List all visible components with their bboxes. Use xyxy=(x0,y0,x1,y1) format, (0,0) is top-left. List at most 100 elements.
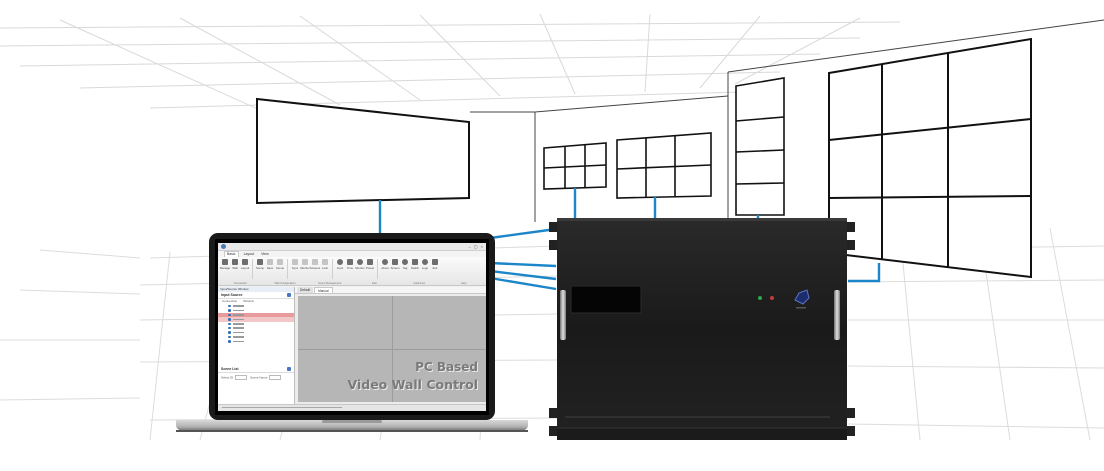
ribbon-button-icon xyxy=(357,259,363,265)
ribbon-button[interactable]: Screen xyxy=(391,259,399,270)
tab-default[interactable]: Default xyxy=(297,287,314,293)
input-source-row[interactable] xyxy=(218,317,294,322)
tab-basic[interactable]: Basic xyxy=(224,251,239,257)
input-source-row[interactable] xyxy=(218,304,294,308)
input-source-row[interactable] xyxy=(218,326,294,330)
source-status-icon xyxy=(228,322,231,325)
pane-title: Input/Source Window xyxy=(218,287,294,292)
ribbon-button[interactable]: Logo xyxy=(421,259,429,270)
ribbon-button[interactable]: Lock xyxy=(321,259,329,270)
ribbon-button[interactable]: Monitor xyxy=(355,259,365,270)
ribbon-button-label: Screens xyxy=(309,266,321,270)
ribbon-button[interactable]: Monitor xyxy=(300,259,310,270)
input-source-pane: Input/Source Window Input Source Connect… xyxy=(218,287,295,405)
ribbon-button[interactable]: About xyxy=(381,259,389,270)
input-source-row[interactable] xyxy=(218,339,294,343)
wall-layout-pane: Default Manual PC Based Video Wall Contr… xyxy=(295,287,486,405)
ribbon-group-label: Connection xyxy=(233,282,247,285)
scene-list-form: Select ID Scene Name xyxy=(218,373,294,382)
input-source-row[interactable] xyxy=(218,308,294,312)
ribbon-button[interactable]: Input xyxy=(336,259,344,270)
ribbon-button-icon xyxy=(432,259,438,265)
input-source-header[interactable]: Input Source xyxy=(218,292,294,299)
source-status-icon xyxy=(228,331,231,334)
ribbon-button[interactable]: Scene xyxy=(276,259,284,270)
ribbon-button-icon xyxy=(222,259,228,265)
scene-list-header[interactable]: Scene List xyxy=(218,366,294,373)
ribbon-button-label: Input xyxy=(336,266,344,270)
ribbon-button-icon xyxy=(267,259,273,265)
ribbon-button[interactable]: Switch xyxy=(411,259,419,270)
tab-layout[interactable]: Layout xyxy=(243,252,255,256)
ribbon-button-icon xyxy=(402,259,408,265)
ribbon-button[interactable]: Manage xyxy=(219,259,231,270)
ribbon-button-label: Wall xyxy=(232,266,238,270)
scene-name-field[interactable] xyxy=(269,374,282,380)
source-status-icon xyxy=(228,313,231,317)
ribbon-button[interactable]: Sync xyxy=(291,259,299,270)
ribbon-button-label: Scene xyxy=(256,266,264,270)
select-id-field[interactable] xyxy=(235,374,248,380)
input-source-row[interactable] xyxy=(218,335,294,339)
source-label xyxy=(232,340,244,343)
wall-layout-grid[interactable] xyxy=(298,296,486,402)
ribbon-button-label: Manage xyxy=(219,266,231,270)
ribbon-tabs: Basic Layout View xyxy=(218,251,486,257)
display-large-left xyxy=(256,97,470,205)
source-status-icon xyxy=(228,318,231,321)
ribbon-button[interactable]: Exit xyxy=(431,259,439,270)
ribbon-button[interactable]: Screens xyxy=(309,259,321,270)
source-label xyxy=(232,309,244,312)
ribbon-button-label: Logo xyxy=(421,266,429,270)
ribbon-button-label: Monitor xyxy=(300,266,310,270)
ribbon-separator xyxy=(332,259,333,279)
video-wall-middle-2 xyxy=(616,132,712,199)
ribbon-button-icon xyxy=(257,259,263,265)
layout-tabs: Default Manual xyxy=(295,287,486,294)
ribbon-button-label: Exit xyxy=(432,266,438,270)
caption-line-1: PC Based xyxy=(415,360,478,374)
ribbon-button-icon xyxy=(322,259,328,265)
ribbon-button[interactable]: Save xyxy=(266,259,274,270)
ribbon-button[interactable]: Layout xyxy=(241,259,249,270)
ribbon-button-icon xyxy=(412,259,418,265)
ribbon-button[interactable]: Time xyxy=(346,259,354,270)
ribbon-button-label: Save xyxy=(266,266,274,270)
tab-manual[interactable]: Manual xyxy=(314,287,333,293)
brand-logo-icon xyxy=(794,289,810,309)
window-controls[interactable]: – ▢ × xyxy=(468,244,484,249)
ribbon-button-icon xyxy=(337,259,343,265)
column-connection: Connection xyxy=(222,299,238,303)
ribbon-button[interactable]: Preset xyxy=(366,259,374,270)
ribbon-group-label: Help xyxy=(461,282,467,285)
ribbon-button[interactable]: Scene xyxy=(256,259,264,270)
ribbon-button[interactable]: Tag xyxy=(401,259,409,270)
source-label xyxy=(232,318,244,321)
ribbon-button-label: Scene xyxy=(276,266,284,270)
input-source-row[interactable] xyxy=(218,322,294,326)
ribbon-button-label: About xyxy=(381,266,389,270)
ribbon-button-label: Lock xyxy=(322,266,328,270)
source-label xyxy=(232,305,244,307)
caption-line-2: Video Wall Control xyxy=(347,377,478,392)
ribbon-button-icon xyxy=(292,259,298,265)
source-status-icon xyxy=(228,326,231,330)
ribbon-button-icon xyxy=(277,259,283,265)
connection-cables xyxy=(378,188,881,291)
source-label xyxy=(232,336,244,338)
tab-view[interactable]: View xyxy=(261,252,269,256)
select-id-label: Select ID xyxy=(221,374,234,379)
input-source-row[interactable] xyxy=(218,312,294,318)
ribbon-separator xyxy=(287,259,288,279)
ribbon-button-icon xyxy=(302,259,308,265)
status-led-green xyxy=(758,296,762,300)
video-wall-processor xyxy=(549,218,855,440)
status-bar xyxy=(218,404,486,411)
ribbon-button-label: Sync xyxy=(291,266,299,270)
ribbon-button-icon xyxy=(312,259,318,265)
ribbon-button[interactable]: Wall xyxy=(231,259,239,270)
app-logo-icon xyxy=(221,244,226,249)
input-source-row[interactable] xyxy=(218,330,294,334)
